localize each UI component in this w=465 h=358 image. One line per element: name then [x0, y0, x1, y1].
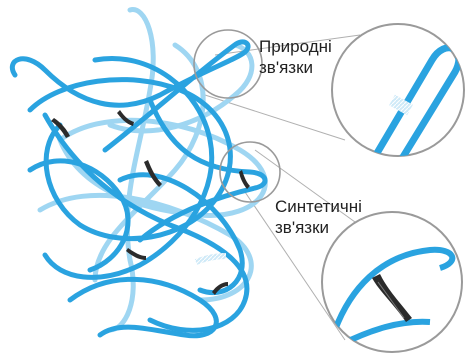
strand	[37, 192, 254, 303]
strand-upper-magnified	[332, 246, 456, 332]
connector-line-bottom-lower	[244, 191, 346, 341]
magnifier-circle-bottom	[321, 211, 463, 353]
crosslinks	[51, 110, 250, 295]
strand	[9, 39, 251, 153]
label-natural-line1: Природні	[259, 37, 332, 56]
crosslink	[239, 170, 250, 189]
connector-line-top-upper	[214, 34, 361, 56]
connector-line-bottom-upper	[254, 149, 356, 223]
crosslink	[117, 110, 134, 126]
crosslink	[126, 248, 146, 260]
strand	[67, 276, 219, 339]
crosslink	[144, 160, 162, 187]
magnified-synthetic-bond	[321, 211, 463, 353]
polymer-strands-dark	[9, 39, 268, 339]
crosslink-magnified	[372, 274, 412, 322]
strand	[137, 97, 268, 243]
source-circle-synthetic	[219, 141, 281, 203]
label-natural-line2: зв'язки	[259, 58, 314, 77]
label-natural-bonds: Природні зв'язки	[259, 36, 332, 78]
crosslink	[212, 282, 228, 295]
crosslink-magnified-detail	[377, 281, 405, 319]
strand	[107, 7, 156, 333]
crosslink	[51, 118, 70, 138]
label-synthetic-bonds: Синтетичні зв'язки	[275, 196, 362, 238]
strand	[42, 56, 215, 280]
natural-bond-highlight	[194, 253, 227, 265]
label-synthetic-line1: Синтетичні	[275, 197, 362, 216]
label-synthetic-line2: зв'язки	[275, 218, 330, 237]
strand	[27, 158, 131, 273]
magnified-natural-bond	[331, 23, 465, 157]
natural-bond-magnified	[389, 94, 413, 116]
source-circle-natural	[193, 29, 263, 99]
